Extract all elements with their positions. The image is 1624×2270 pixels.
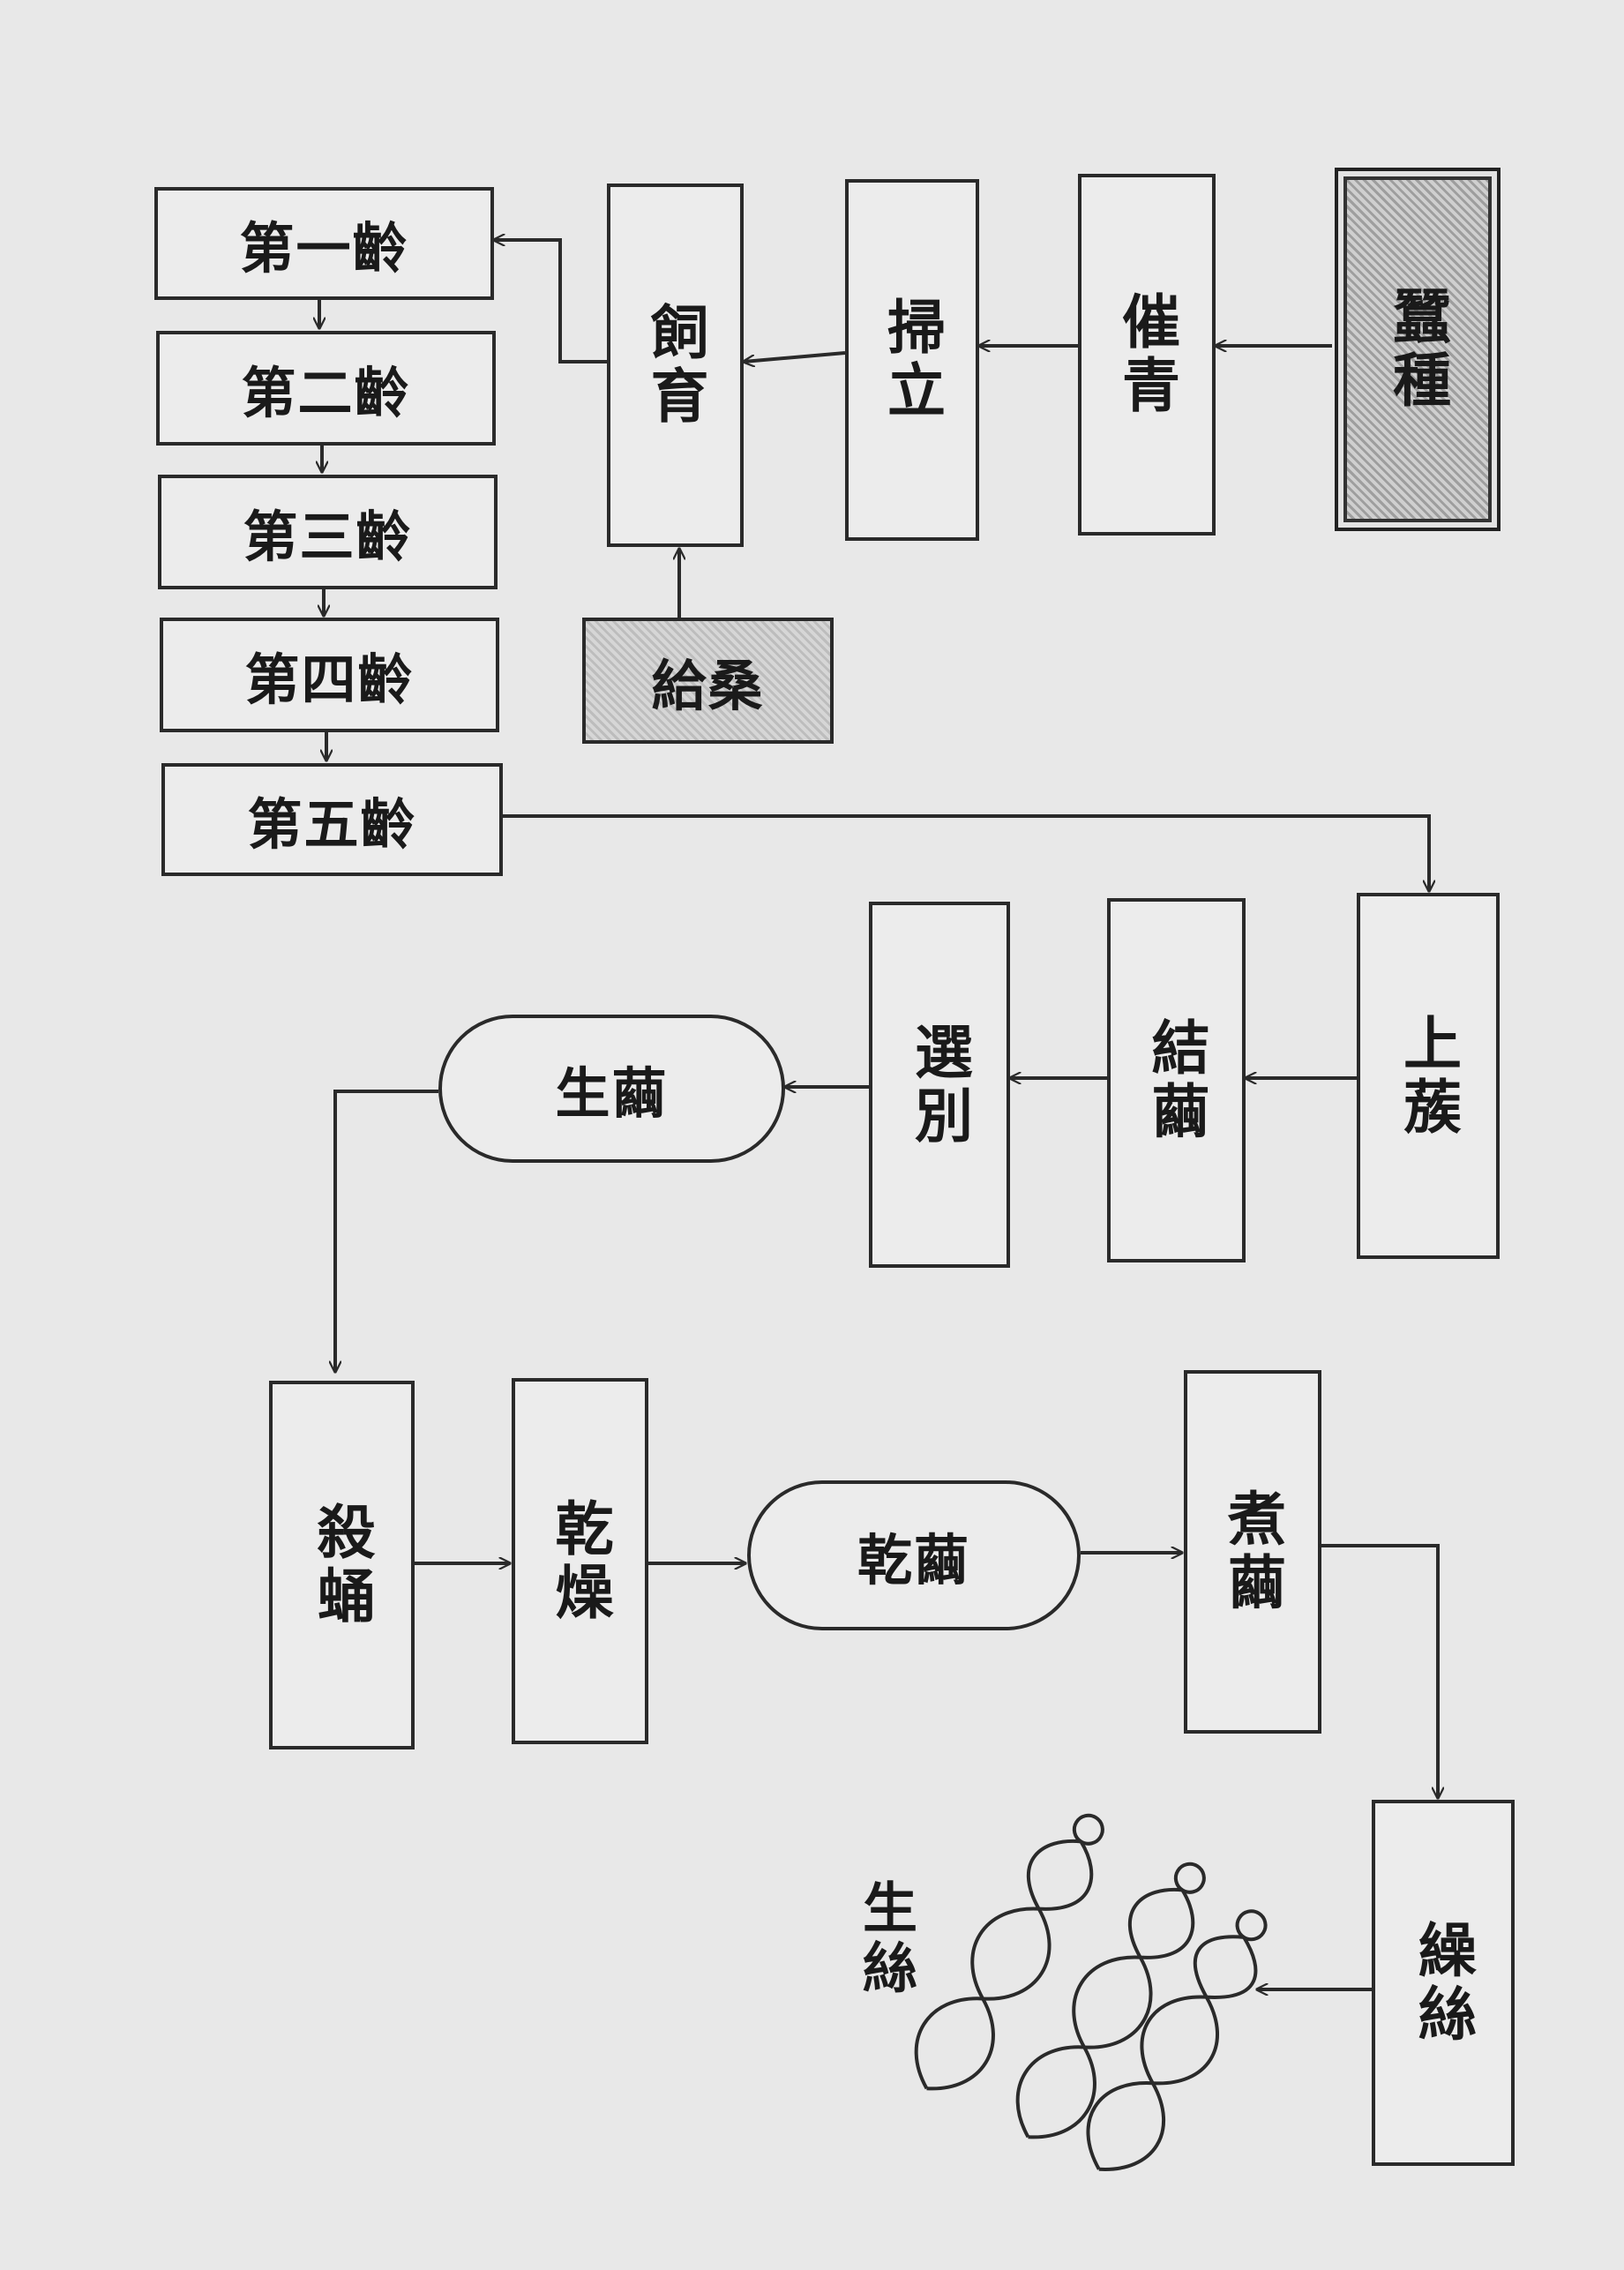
- raw-silk-label: 生絲: [853, 1879, 917, 1999]
- arrow-rearing-to-instar1: [494, 240, 607, 363]
- arrow-boiling-to-reeling: [1321, 1544, 1438, 1798]
- arrow-fresh-to-killing: [335, 1090, 438, 1372]
- node-instar-1: 第一齡: [154, 187, 494, 300]
- arrow-instar5-to-mounting: [503, 814, 1429, 891]
- node-reeling: 繰絲: [1372, 1800, 1515, 2166]
- node-pupa-killing: 殺蛹: [269, 1381, 415, 1749]
- node-hatching-brush: 掃立: [845, 179, 979, 541]
- arrow-hatching-to-rearing: [744, 351, 846, 362]
- node-drying: 乾燥: [512, 1378, 648, 1744]
- node-mounting-label: 上蔟: [1394, 1012, 1463, 1140]
- node-instar-3: 第三齡: [158, 475, 498, 589]
- node-instar-2-label: 第二齡: [241, 361, 411, 425]
- node-incubation-label: 催青: [1112, 291, 1181, 418]
- node-mulberry-feeding-label: 給桑: [651, 653, 765, 718]
- node-dried-cocoon-label: 乾繭: [857, 1528, 970, 1592]
- node-instar-5-label: 第五齡: [247, 792, 417, 857]
- node-cocoon-boiling: 煮繭: [1184, 1370, 1321, 1734]
- node-mounting: 上蔟: [1357, 893, 1500, 1259]
- node-sorting-label: 選別: [905, 1021, 974, 1149]
- node-silkworm-eggs: 蠶種: [1335, 168, 1501, 531]
- node-instar-1-label: 第一齡: [239, 216, 409, 281]
- node-instar-2: 第二齡: [156, 331, 496, 446]
- node-sorting: 選別: [869, 902, 1010, 1268]
- node-dried-cocoon: 乾繭: [747, 1480, 1081, 1630]
- node-reeling-label: 繰絲: [1409, 1919, 1478, 2047]
- node-rearing: 飼育: [607, 184, 744, 547]
- node-instar-4-label: 第四齡: [244, 648, 415, 712]
- node-fresh-cocoon: 生繭: [438, 1015, 785, 1163]
- node-silkworm-eggs-label: 蠶種: [1383, 286, 1452, 413]
- node-incubation: 催青: [1078, 174, 1216, 536]
- node-mulberry-feeding: 給桑: [582, 618, 834, 744]
- node-cocoon-spinning-label: 結繭: [1141, 1016, 1211, 1144]
- node-cocoon-boiling-label: 煮繭: [1218, 1488, 1287, 1615]
- node-instar-3-label: 第三齡: [243, 505, 413, 569]
- node-hatching-brush-label: 掃立: [878, 296, 947, 423]
- node-cocoon-spinning: 結繭: [1107, 898, 1246, 1262]
- node-instar-5: 第五齡: [161, 763, 503, 876]
- node-pupa-killing-label: 殺蛹: [307, 1502, 377, 1629]
- node-instar-4: 第四齡: [160, 618, 499, 732]
- node-drying-label: 乾燥: [545, 1497, 615, 1625]
- node-fresh-cocoon-label: 生繭: [555, 1061, 669, 1126]
- silk-skeins-illustration: [914, 1813, 1268, 2171]
- node-rearing-label: 飼育: [640, 302, 710, 429]
